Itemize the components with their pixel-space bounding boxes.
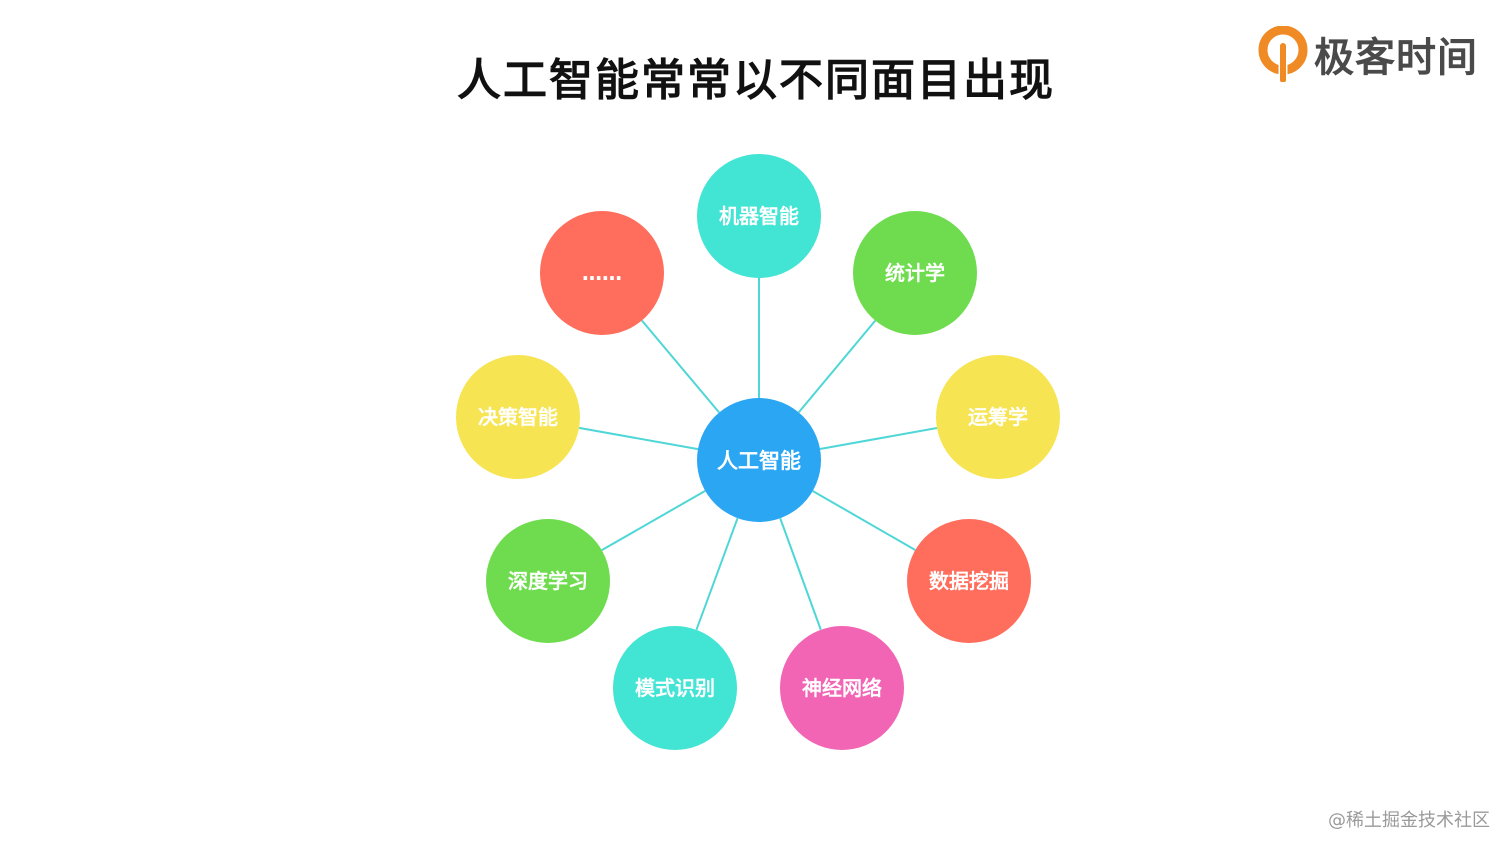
connector-line [695,517,739,631]
concept-node-label: 统计学 [885,261,945,285]
geektime-logo-icon [1258,26,1308,82]
page-title: 人工智能常常以不同面目出现 [457,55,1055,106]
concept-node: 模式识别 [613,626,737,750]
brand-logo: 极客时间 [1258,24,1478,84]
concept-node-label: 深度学习 [508,569,588,593]
concept-node-circle [456,355,580,479]
concept-node-circle [907,519,1031,643]
concept-node-label: 机器智能 [719,204,799,228]
concept-node-circle [780,626,904,750]
concept-node-label: …… [582,261,622,285]
watermark-text: @稀土掘金技术社区 [1328,810,1490,831]
logo-text: 极客时间 [1314,35,1478,81]
concept-node: 机器智能 [697,154,821,278]
concept-node-circle [540,211,664,335]
center-node-label: 人工智能 [717,449,801,473]
center-node: 人工智能 [697,398,821,522]
concept-node: 统计学 [853,211,977,335]
concept-node-label: 模式识别 [635,676,715,700]
concept-node-circle [697,154,821,278]
concept-node-circle [613,626,737,750]
concept-node-circle [486,519,610,643]
connector-line [812,490,916,551]
concept-node-label: 决策智能 [478,405,558,429]
concept-node-circle [936,355,1060,479]
concept-node: …… [540,211,664,335]
connector-line [601,489,706,552]
connector-lines [578,278,938,631]
connector-line [797,319,877,414]
concept-node-label: 神经网络 [802,676,882,700]
concept-node: 深度学习 [486,519,610,643]
concept-node: 决策智能 [456,355,580,479]
concept-node-label: 运筹学 [968,405,1028,429]
concept-node: 运筹学 [936,355,1060,479]
concept-node: 神经网络 [780,626,904,750]
center-node-circle [697,398,821,522]
connector-line [819,426,938,451]
connector-line [779,517,822,631]
concept-node-circle [853,211,977,335]
concept-node-label: 数据挖掘 [929,569,1009,593]
concept-node: 数据挖掘 [907,519,1031,643]
connector-line [641,319,720,414]
connector-line [578,426,699,451]
